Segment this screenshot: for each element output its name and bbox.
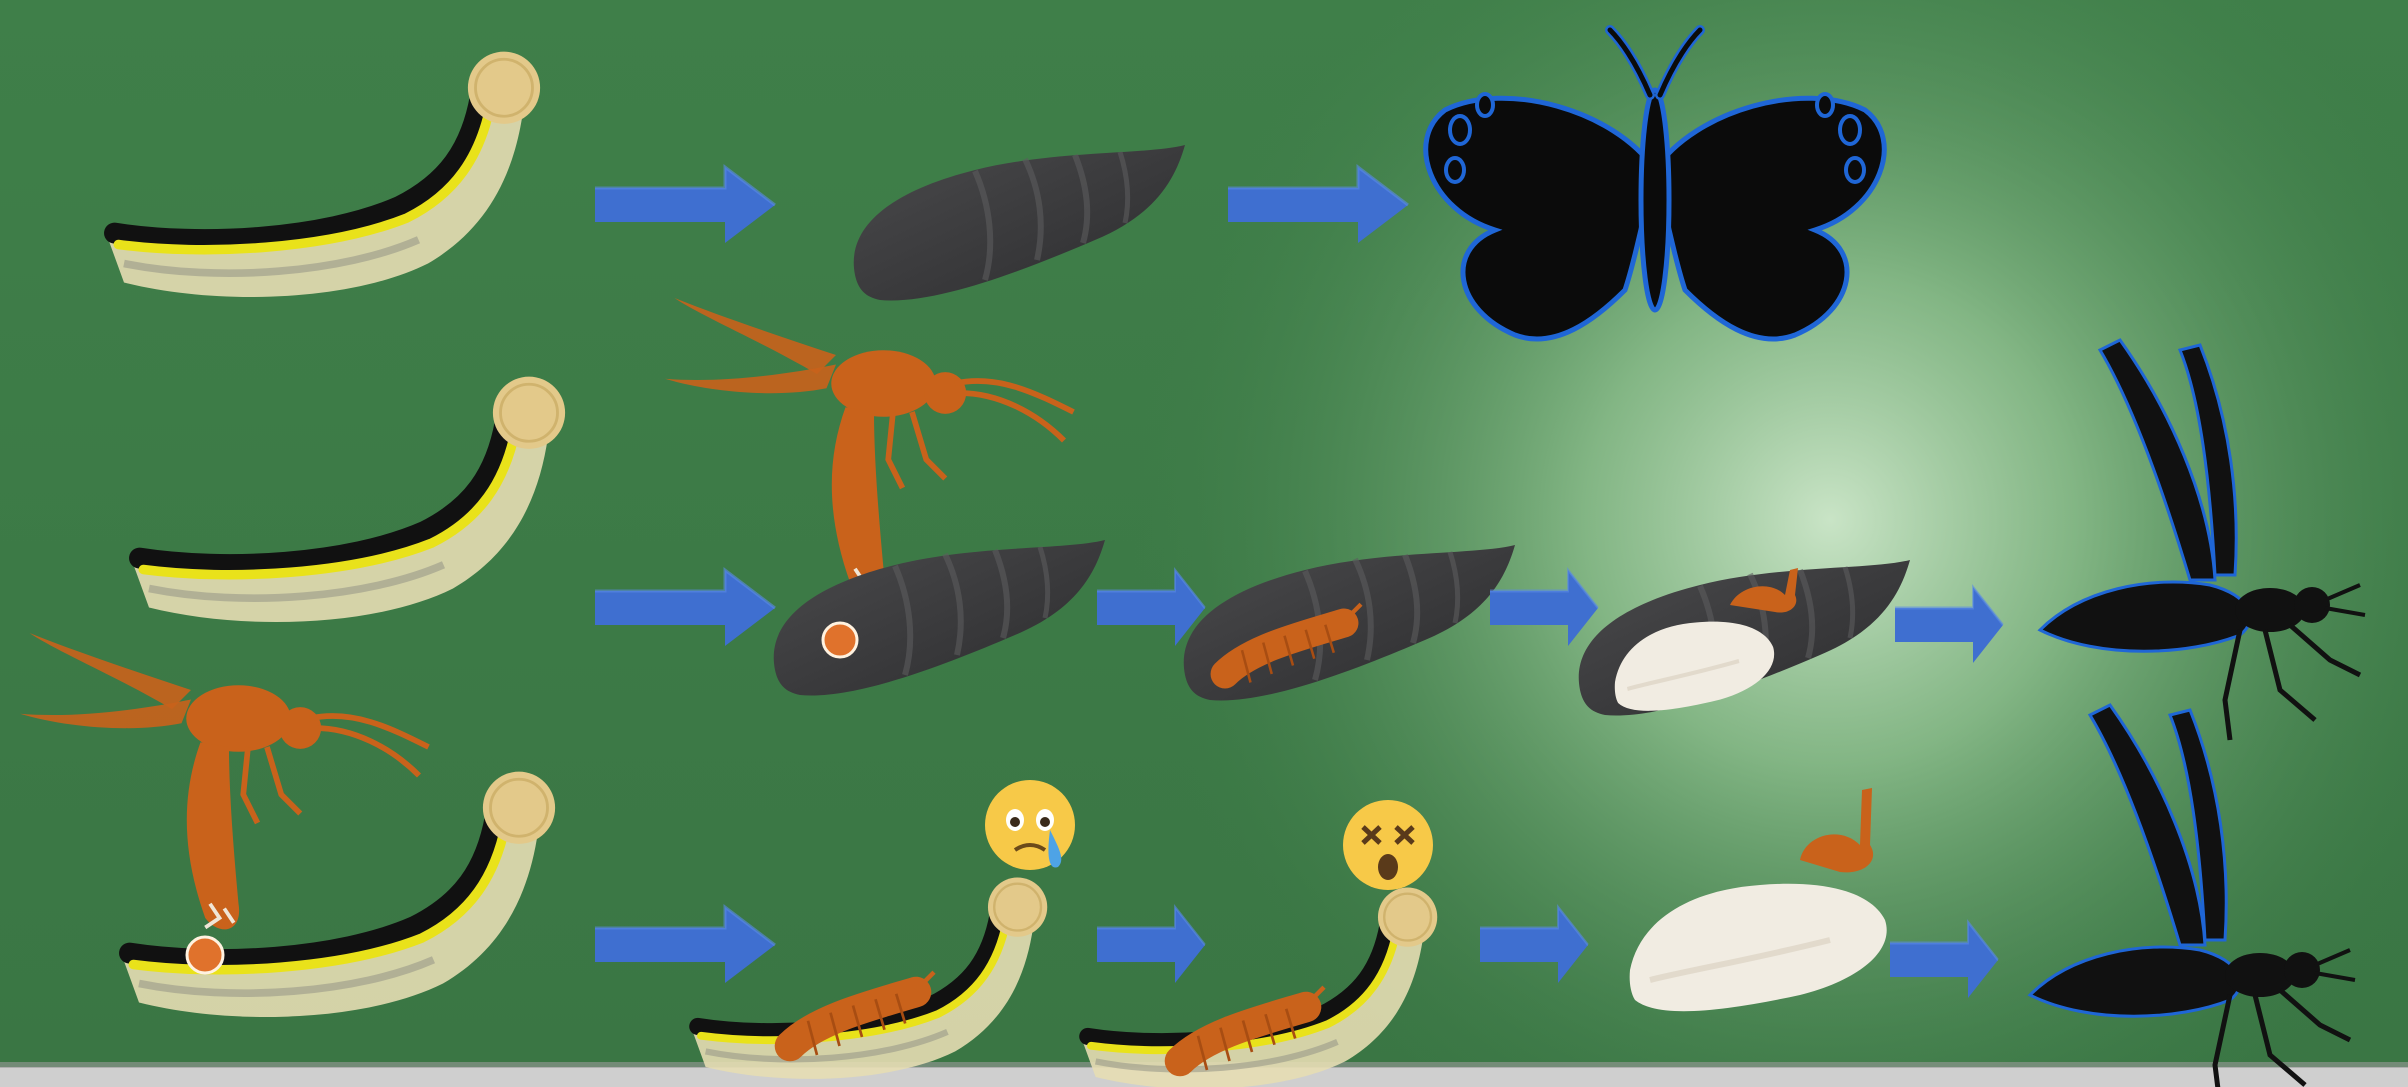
crying-face-icon bbox=[985, 780, 1075, 870]
egg-dot bbox=[187, 937, 223, 973]
egg-dot bbox=[823, 623, 857, 657]
dizzy-face-icon bbox=[1343, 800, 1433, 890]
